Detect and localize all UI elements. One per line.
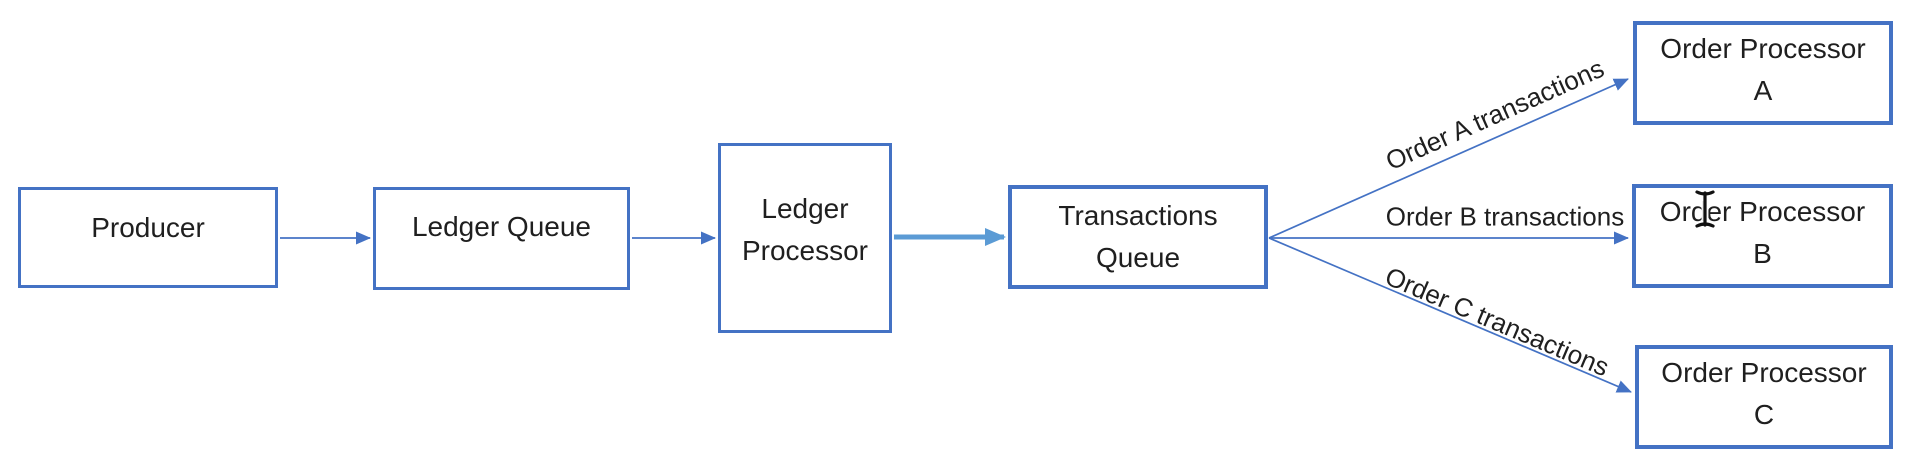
node-producer[interactable]: Producer: [18, 187, 278, 288]
node-transactions-queue-label: Transactions Queue: [1058, 200, 1218, 273]
node-order-processor-b[interactable]: Order Processor B: [1632, 184, 1893, 288]
node-order-processor-a-label: Order Processor A: [1660, 33, 1866, 106]
node-order-processor-c-label: Order Processor C: [1661, 357, 1867, 430]
node-order-processor-a[interactable]: Order Processor A: [1633, 21, 1893, 125]
node-ledger-queue[interactable]: Ledger Queue: [373, 187, 630, 290]
node-producer-label: Producer: [91, 211, 205, 243]
node-ledger-processor-label: Ledger Processor: [741, 193, 869, 266]
node-ledger-processor[interactable]: Ledger Processor: [718, 143, 892, 333]
node-order-processor-b-label: Order Processor B: [1659, 196, 1866, 269]
node-transactions-queue[interactable]: Transactions Queue: [1008, 185, 1268, 289]
arrow-transactions-queue-to-order-a[interactable]: [1268, 78, 1629, 239]
edge-label-order-b-transactions[interactable]: Order B transactions: [1385, 201, 1625, 232]
node-ledger-queue-label: Ledger Queue: [411, 210, 592, 242]
arrow-transactions-queue-to-order-c[interactable]: [1268, 237, 1632, 393]
node-order-processor-c[interactable]: Order Processor C: [1635, 345, 1893, 449]
